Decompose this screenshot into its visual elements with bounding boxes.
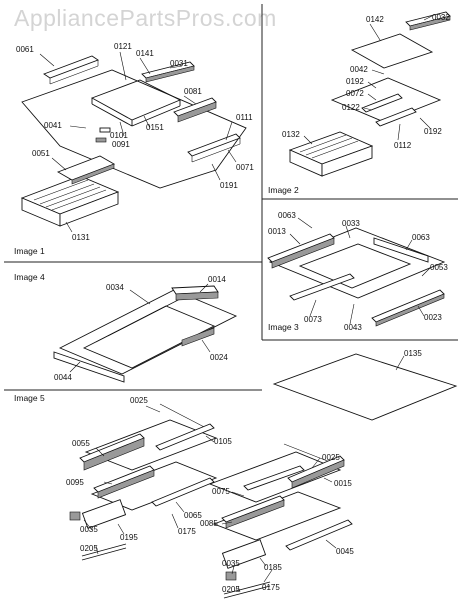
part-label: 0192 [346,77,364,86]
part-label: 0051 [32,149,50,158]
part-label: 0112 [394,141,412,150]
part-label: 0043 [344,323,362,332]
part-label: 0175 [178,527,196,536]
part-label: 0063 [278,211,296,220]
image1-group: 0061 0121 0141 0031 0081 0041 0101 0151 … [14,42,254,256]
part-label: 0205 [80,544,98,553]
part-label: 0013 [268,227,286,236]
part-label: 0073 [304,315,322,324]
part-label: 0085 [200,519,218,528]
part-label: 0053 [430,263,448,272]
part-label: 0035 [80,525,98,534]
part-label: 0142 [366,15,384,24]
panel-title: Image 1 [14,246,45,256]
part-label: 0192 [424,127,442,136]
image4-group: 0034 0014 0024 0044 Image 4 [14,272,238,383]
watermark-text: AppliancePartsPros.com [14,5,277,31]
part-label: 0014 [208,275,226,284]
part-label: 0041 [44,121,62,130]
part-label: 0025 [130,396,148,405]
part-label: 0195 [120,533,138,542]
part-label: 0072 [346,89,364,98]
part-label: 0061 [16,45,34,54]
part-label: 0015 [334,479,352,488]
part-label: 0191 [220,181,238,190]
part-label: 0075 [212,487,230,496]
image2-group: 0142 0032 0042 0192 0072 0122 0192 0132 … [268,11,451,195]
part-label: 0034 [106,283,124,292]
panel-borders [4,4,458,391]
part-label: 0023 [424,313,442,322]
part-label: 0205 [222,585,240,594]
panel-title: Image 5 [14,393,45,403]
part-label: 0175 [262,583,280,592]
part-label: 0151 [146,123,164,132]
glass-group: 0135 [272,349,458,421]
part-label: 0031 [170,59,188,68]
part-label: 0111 [236,113,253,122]
part-label: 0132 [282,130,300,139]
part-label: 0081 [184,87,202,96]
part-label: 0071 [236,163,254,172]
part-label: 0055 [72,439,90,448]
part-label: 0035 [222,559,240,568]
image3-group: 0063 0013 0033 0063 0053 0073 0043 0023 … [267,211,448,332]
part-label: 0025 [322,453,340,462]
part-label: 0045 [336,547,354,556]
part-label: 0033 [342,219,360,228]
part-label: 0122 [342,103,360,112]
panel-title: Image 2 [268,185,299,195]
part-label: 0091 [112,140,130,149]
part-label: 0101 [110,131,128,140]
part-label: 0024 [210,353,228,362]
part-label: 0141 [136,49,154,58]
image5-group: 0025 0055 0105 0095 0065 0035 0195 0175 … [14,393,354,599]
part-label: 0105 [214,437,232,446]
part-label: 0032 [432,13,450,22]
panel-title: Image 3 [268,322,299,332]
panel-title: Image 4 [14,272,45,282]
part-label: 0121 [114,42,132,51]
part-label: 0042 [350,65,368,74]
part-label: 0131 [72,233,90,242]
part-label: 0063 [412,233,430,242]
part-label: 0095 [66,478,84,487]
part-label: 0044 [54,373,72,382]
part-label: 0185 [264,563,282,572]
part-label: 0065 [184,511,202,520]
part-label: 0135 [404,349,422,358]
